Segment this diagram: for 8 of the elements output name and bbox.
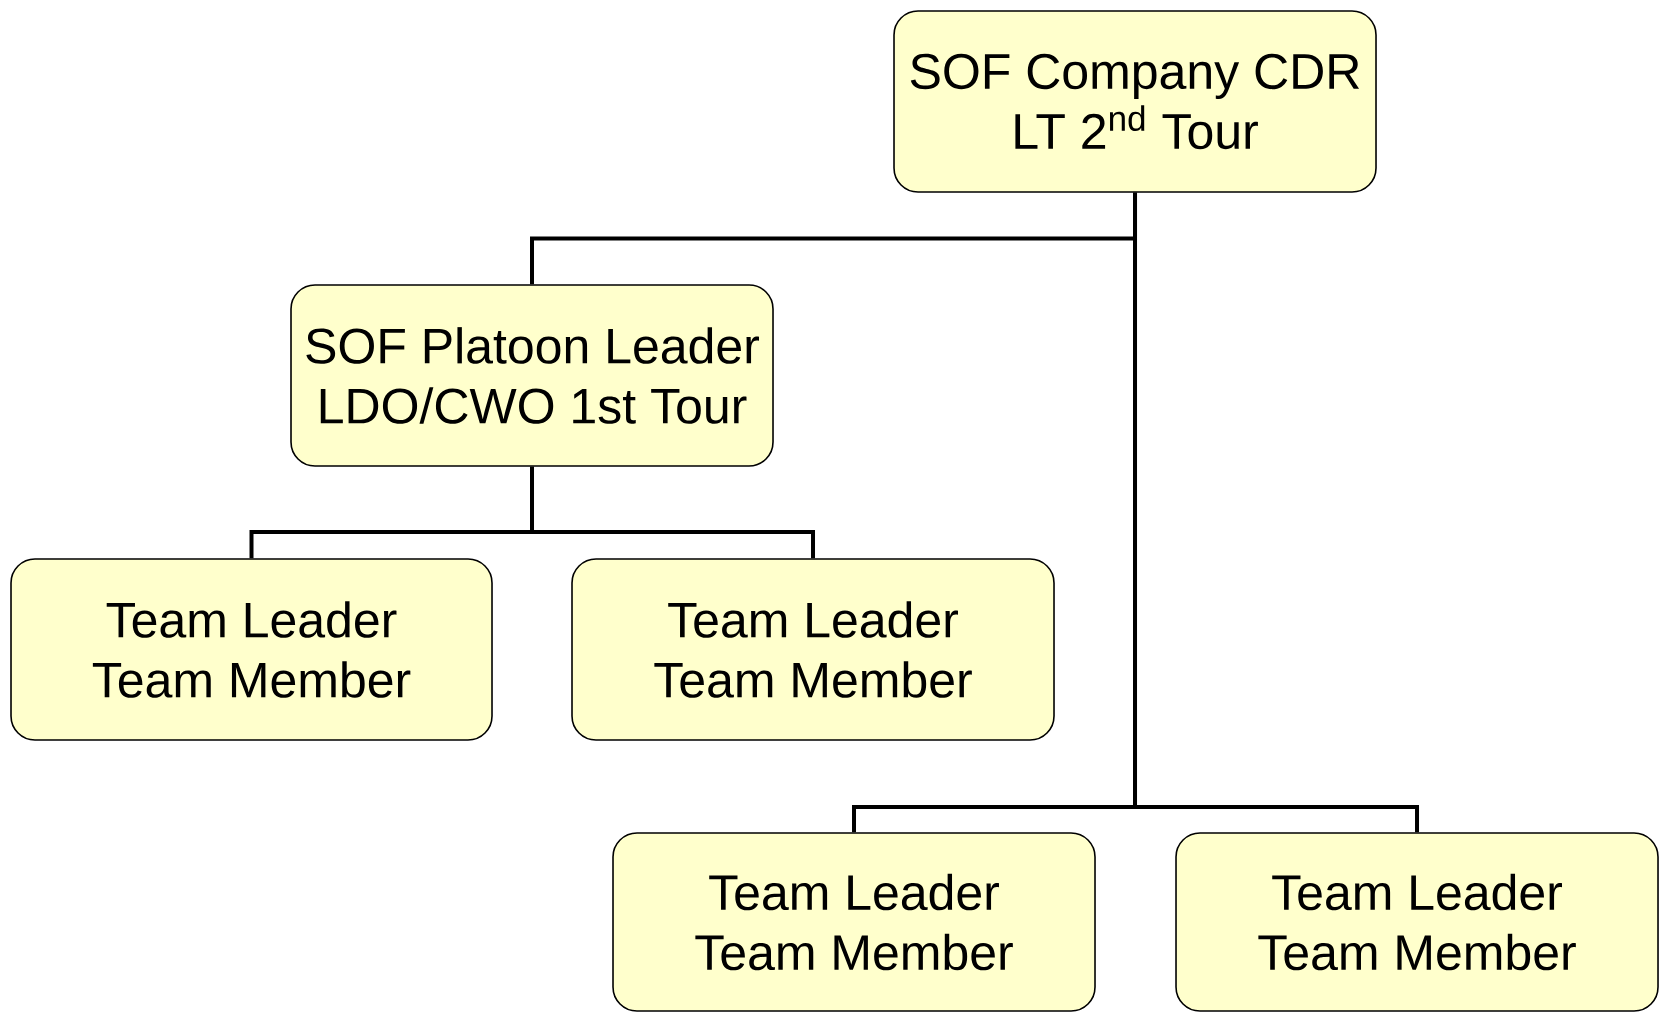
org-box: Team Leader Team Member [571,558,1055,741]
connector-line [530,466,815,559]
org-box: Team Leader Team Member [1175,832,1659,1012]
connector-line [1133,192,1419,833]
org-box: Team Leader Team Member [612,832,1096,1012]
org-box: SOF Platoon Leader LDO/CWO 1st Tour [290,284,774,467]
org-box: SOF Company CDR LT 2$^{nd}$ Tour [893,10,1377,193]
org-box: Team Leader Team Member [10,558,493,741]
